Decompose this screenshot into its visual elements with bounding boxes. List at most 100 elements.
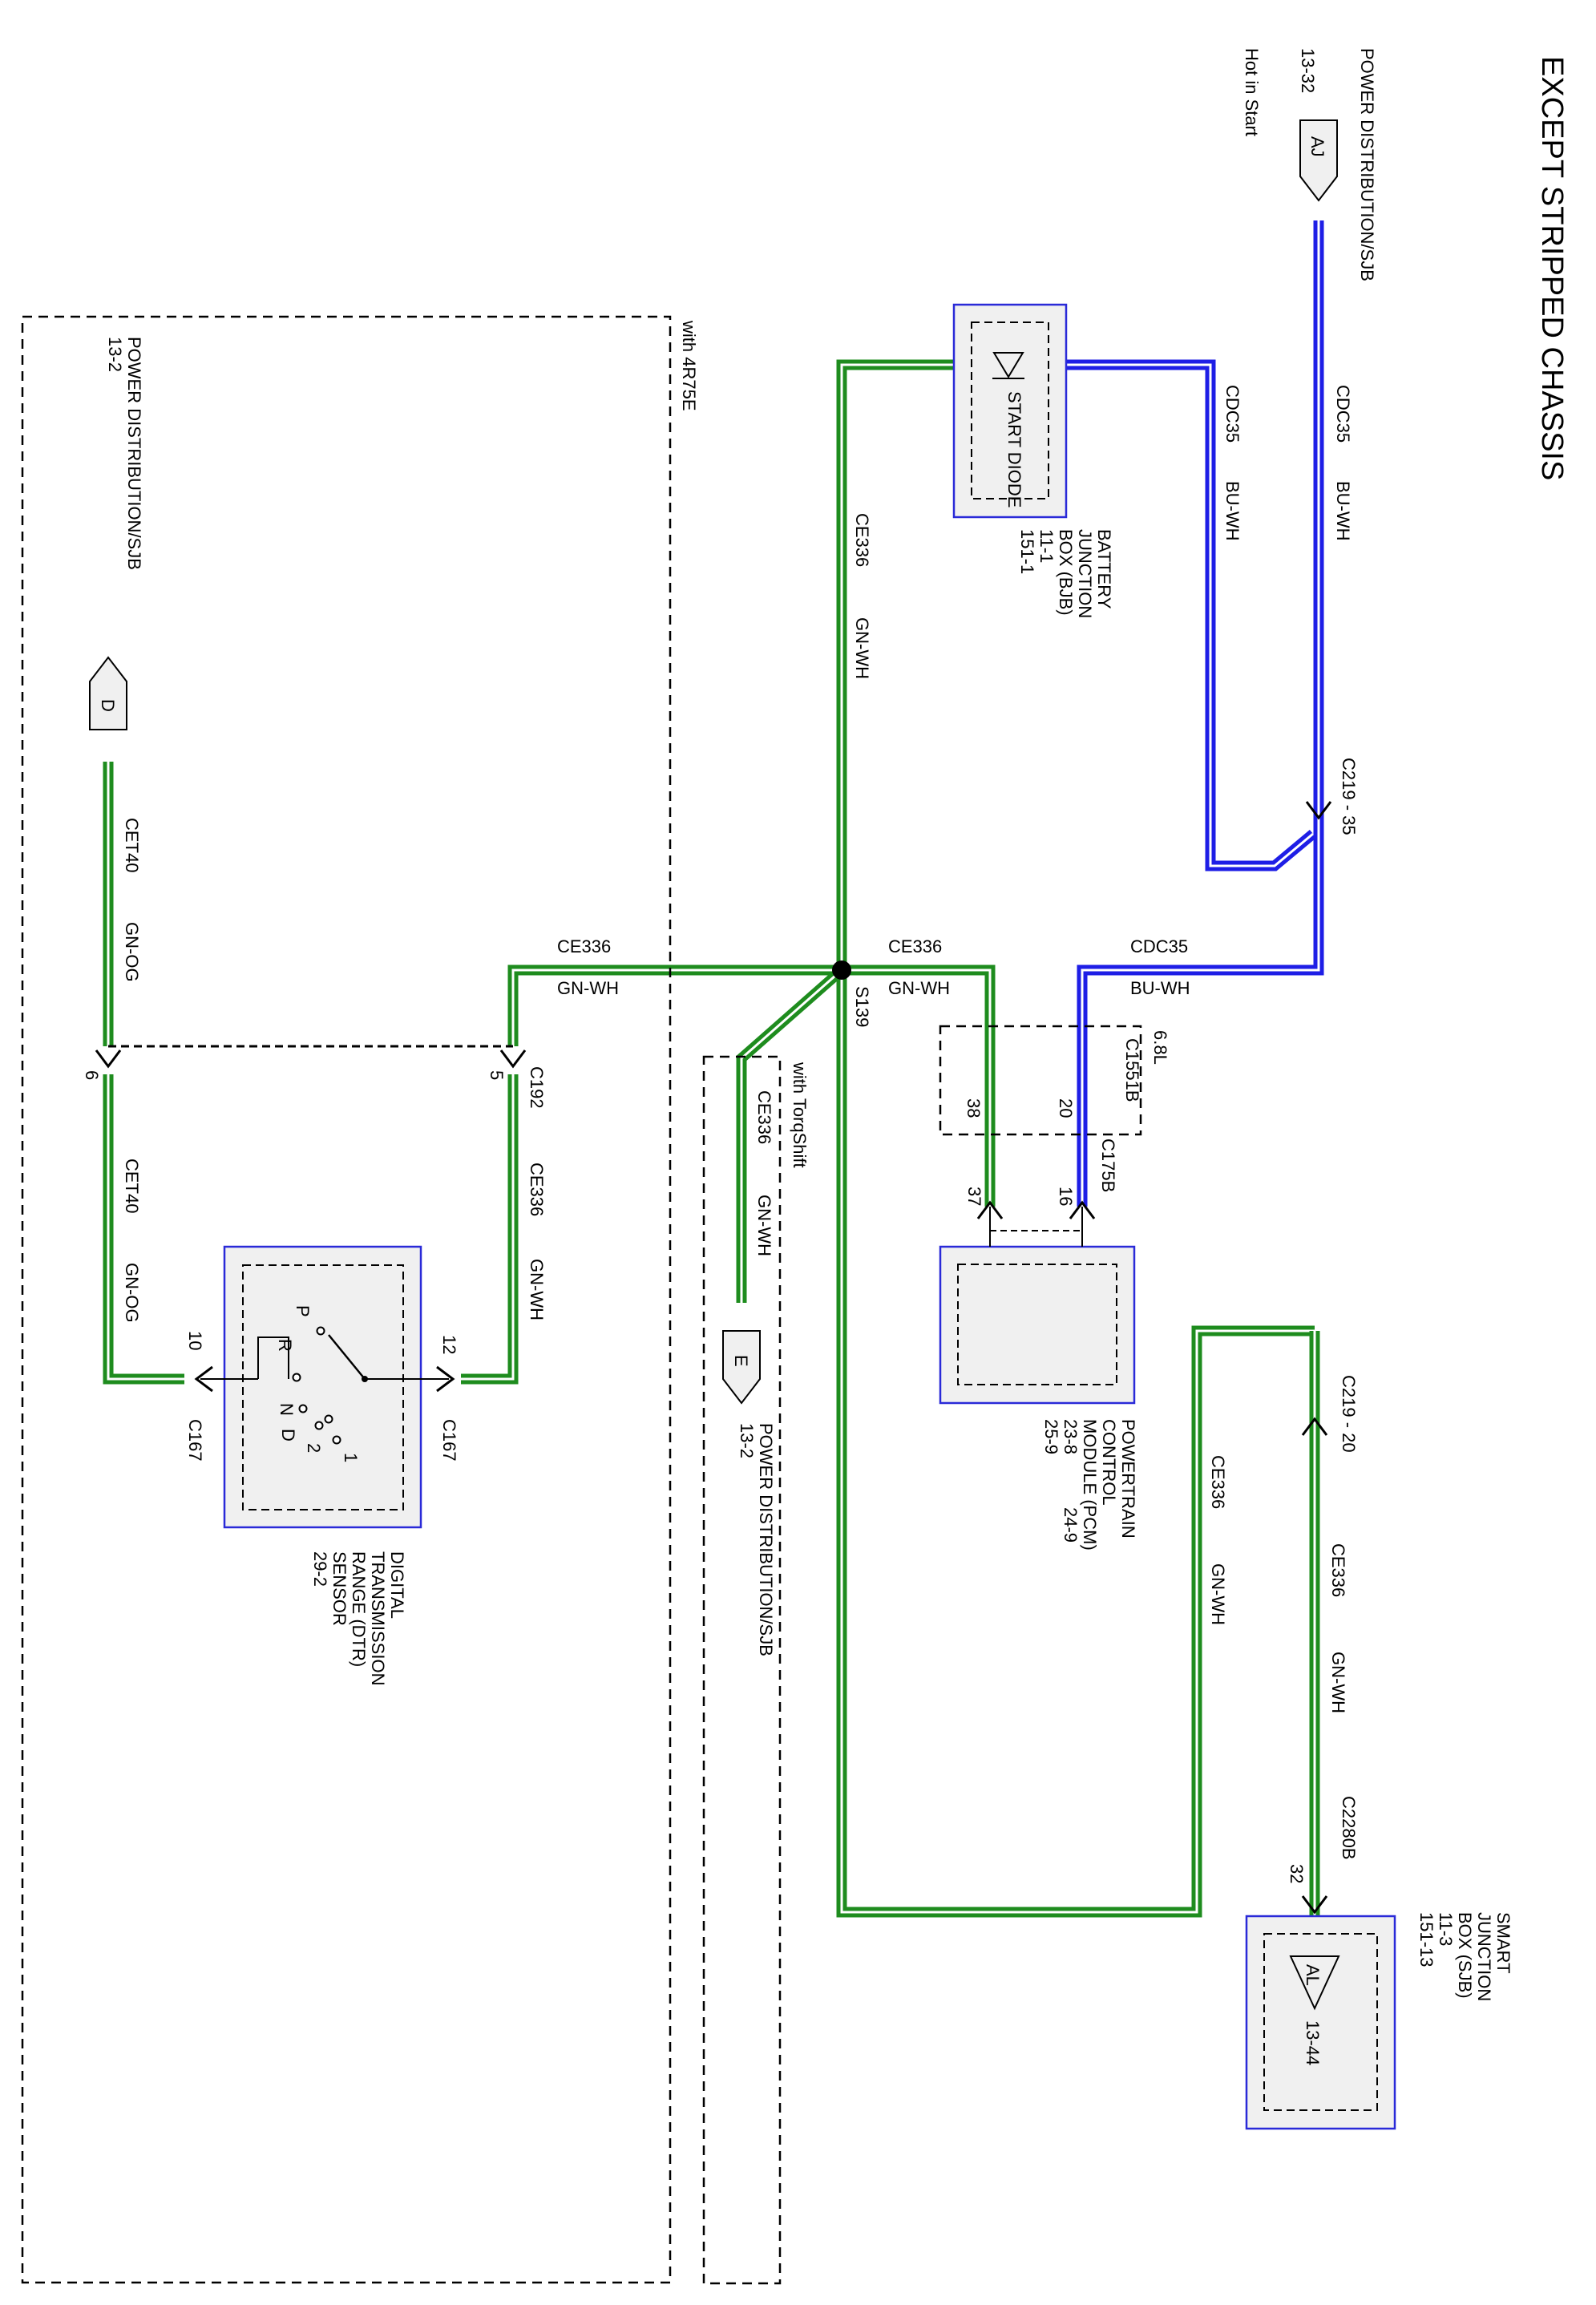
dtr-sensor: P R N D 2 1 12 10 C167 C167 DIGITAL TRAN… xyxy=(185,1245,459,1685)
note-with-torqshift: with TorqShift xyxy=(790,1062,810,1168)
wire-label-cet40-b: CET40 xyxy=(122,1159,142,1213)
pcm-label-4b: 24-9 xyxy=(1061,1507,1081,1543)
conn-al-label: AL xyxy=(1303,1964,1323,1986)
conn-e-label: E xyxy=(731,1355,751,1367)
start-diode-label: START DIODE xyxy=(1004,391,1024,508)
c175b-pin-16: 16 xyxy=(1056,1187,1076,1206)
power-distribution-aj: AJ POWER DISTRIBUTION/SJB 13-32 Hot in S… xyxy=(1242,48,1377,281)
bjb-label-5: 151-1 xyxy=(1017,529,1037,574)
wire-label-ce336-d: CE336 xyxy=(754,1090,774,1144)
sjb-label-1: SMART xyxy=(1493,1912,1513,1974)
pcm-label-5: 25-9 xyxy=(1041,1419,1061,1454)
sjb-label-4: 11-3 xyxy=(1436,1912,1456,1946)
power-distribution-d: D POWER DISTRIBUTION/SJB 13-2 xyxy=(89,337,144,730)
c2280b-pin-32: 32 xyxy=(1287,1864,1307,1883)
bjb-label-3: BOX (BJB) xyxy=(1056,529,1076,616)
pcm-label-1: POWERTRAIN xyxy=(1118,1419,1138,1539)
wire-color-gnog-a: GN-OG xyxy=(122,922,142,982)
dtr-label-3: RANGE (DTR) xyxy=(349,1551,369,1667)
wire-label-cdc35-a: CDC35 xyxy=(1333,385,1353,443)
c1551b-pin-20: 20 xyxy=(1056,1098,1076,1118)
wire-label-ce336-f: CE336 xyxy=(1208,1455,1228,1509)
sjb-label-5: 151-13 xyxy=(1416,1912,1436,1967)
connector-c192: C192 5 6 xyxy=(82,1045,547,1109)
wire-label-ce336-c: CE336 xyxy=(557,936,611,956)
wire-color-buwh-c: BU-WH xyxy=(1130,978,1190,998)
c175b-pin-37: 37 xyxy=(964,1187,984,1206)
sjb-ref: 13-44 xyxy=(1303,2020,1323,2065)
wire-color-gnwh-e: GN-WH xyxy=(527,1259,547,1320)
note-with-4r75e: with 4R75E xyxy=(679,320,699,411)
dtr-pos-r: R xyxy=(275,1339,295,1352)
bjb-label-2: JUNCTION xyxy=(1075,529,1095,618)
bjb-label-4: 11-1 xyxy=(1036,529,1057,563)
wire-labels: CDC35 BU-WH CDC35 BU-WH CDC35 BU-WH CE33… xyxy=(122,385,1353,1713)
pcm-label-2: CONTROL xyxy=(1099,1419,1119,1506)
dtr-label-5: 29-2 xyxy=(310,1551,330,1587)
wire-color-gnwh-c: GN-WH xyxy=(557,978,619,998)
dtr-label-4: SENSOR xyxy=(329,1551,350,1626)
power-d-ref: 13-2 xyxy=(105,337,125,372)
wire-label-ce336-b: CE336 xyxy=(888,936,942,956)
c1551b-pin-38: 38 xyxy=(964,1098,984,1118)
smart-junction-box: AL 13-44 SMART JUNCTION BOX (SJB) 11-3 1… xyxy=(1245,1912,1513,2130)
wire-label-cdc35-c: CDC35 xyxy=(1130,936,1188,956)
wire-cdc35 xyxy=(1066,220,1324,1207)
power-e-ref: 13-2 xyxy=(737,1423,757,1458)
power-aj-ref: 13-32 xyxy=(1298,48,1318,93)
wire-color-gnwh-g: GN-WH xyxy=(1328,1652,1348,1713)
connector-c1551b: 6.8L C1551B 20 38 xyxy=(964,1030,1170,1118)
c219-35-label: C219 - 35 xyxy=(1339,758,1359,835)
c2280b-label: C2280B xyxy=(1339,1796,1359,1860)
wire-cet40 xyxy=(103,762,184,1385)
dtr-pos-1: 1 xyxy=(341,1453,361,1462)
connector-c2280b: C2280B 32 xyxy=(1287,1796,1359,1915)
wire-color-buwh-a: BU-WH xyxy=(1333,481,1353,541)
option-box-4r75e xyxy=(21,315,672,2284)
c1551b-label: C1551B xyxy=(1122,1038,1142,1102)
conn-al-icon xyxy=(1289,1955,1340,2011)
c1551b-note: 6.8L xyxy=(1150,1030,1170,1065)
diode-icon xyxy=(992,352,1024,378)
c167-label-right: C167 xyxy=(439,1419,459,1462)
wire-color-buwh-b: BU-WH xyxy=(1222,481,1242,541)
wire-color-gnwh-a: GN-WH xyxy=(852,617,872,679)
c192-pin-5: 5 xyxy=(487,1070,507,1080)
splice-s139-label: S139 xyxy=(852,986,872,1027)
c192-pin-6: 6 xyxy=(82,1070,102,1080)
dtr-pos-2: 2 xyxy=(304,1443,324,1453)
conn-aj-label: AJ xyxy=(1307,136,1327,157)
power-e-title: POWER DISTRIBUTION/SJB xyxy=(756,1423,776,1656)
powertrain-control-module: 16 37 C175B POWERTRAIN CONTROL MODULE (P… xyxy=(939,1138,1138,1551)
wire-label-cdc35-b: CDC35 xyxy=(1222,385,1242,443)
bjb-label-1: BATTERY xyxy=(1094,529,1114,609)
c167-label-left: C167 xyxy=(185,1419,205,1462)
wire-color-gnwh-b: GN-WH xyxy=(888,978,950,998)
c219-20-label: C219 - 20 xyxy=(1339,1375,1359,1453)
wire-label-ce336-g: CE336 xyxy=(1328,1543,1348,1597)
pcm-label-4: 23-8 xyxy=(1061,1419,1081,1454)
option-box-torqshift xyxy=(702,1055,782,2285)
dtr-pos-n: N xyxy=(277,1403,297,1416)
dtr-pos-d: D xyxy=(278,1429,298,1442)
c175b-label: C175B xyxy=(1098,1138,1118,1192)
connector-c219-20: C219 - 20 xyxy=(1301,1375,1359,1453)
power-aj-note: Hot in Start xyxy=(1242,48,1262,136)
c167-pin-12: 12 xyxy=(439,1335,459,1354)
connector-c219-35: C219 - 35 xyxy=(1305,758,1359,835)
wire-color-gnog-b: GN-OG xyxy=(122,1263,142,1323)
sjb-label-3: BOX (SJB) xyxy=(1455,1912,1475,1999)
c192-label: C192 xyxy=(527,1066,547,1109)
dtr-label-2: TRANSMISSION xyxy=(368,1551,388,1685)
option-box-6-8l xyxy=(939,1025,1142,1136)
wire-label-ce336-e: CE336 xyxy=(527,1163,547,1216)
conn-d-label: D xyxy=(98,699,118,712)
wire-ce336 xyxy=(461,359,1320,1918)
wire-color-gnwh-d: GN-WH xyxy=(754,1195,774,1256)
sjb-label-2: JUNCTION xyxy=(1474,1912,1494,2001)
wire-label-ce336-a: CE336 xyxy=(852,513,872,567)
dtr-pos-p: P xyxy=(293,1305,313,1317)
power-d-title: POWER DISTRIBUTION/SJB xyxy=(124,337,144,570)
wire-color-gnwh-f: GN-WH xyxy=(1208,1563,1228,1625)
